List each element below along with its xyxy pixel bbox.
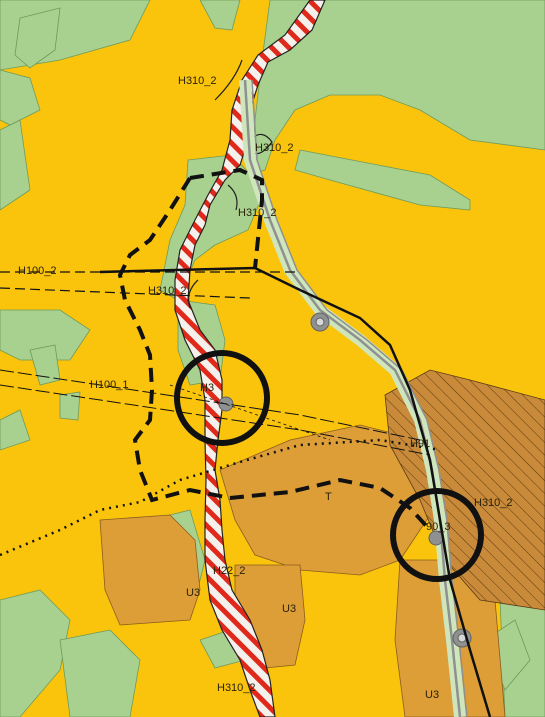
highlight-circle-upper[interactable]	[174, 350, 270, 446]
label-h100-left: H100_2	[18, 265, 57, 277]
label-t-zone: T	[325, 491, 332, 503]
label-h310-mid: H310_2	[255, 142, 294, 154]
label-h310-bottom: H310_2	[217, 682, 256, 694]
label-h310-upper-river: H310_2	[238, 207, 277, 219]
label-h310-top: H310_2	[178, 75, 217, 87]
label-h100-mid: H100_1	[90, 379, 129, 391]
boundary-solid-line	[99, 266, 492, 717]
label-h22-lower: H22_2	[213, 565, 246, 577]
label-u3-center: U3	[282, 603, 297, 615]
label-h310-right: H310_2	[474, 497, 513, 509]
dotted-boundary	[0, 438, 441, 557]
label-h3-circle: H3	[200, 382, 215, 394]
highlight-circle-lower[interactable]	[390, 488, 484, 582]
label-h91-right: H91	[410, 438, 431, 450]
label-h90-circle: 90_3	[426, 521, 451, 533]
label-h310-center: H310_2	[148, 285, 187, 297]
label-u3-bottom: U3	[425, 689, 440, 701]
dashed-boundary	[117, 167, 432, 532]
river-edge	[188, 59, 273, 309]
label-u3-left: U3	[186, 587, 201, 599]
river-habitat	[174, 0, 326, 717]
